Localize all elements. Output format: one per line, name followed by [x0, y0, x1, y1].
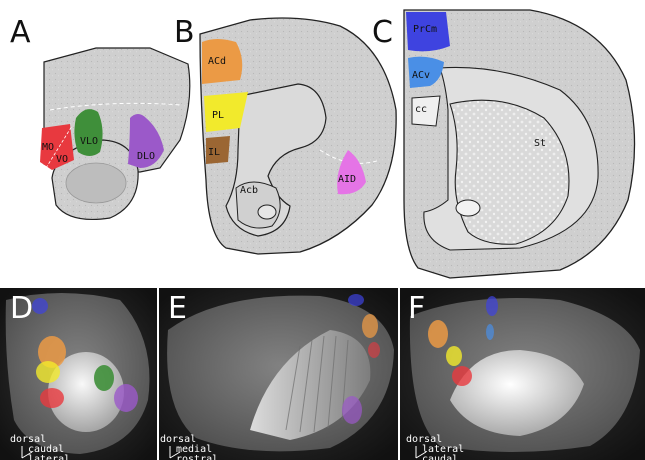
region-label-vlo: VLO — [80, 136, 98, 147]
panel-d-prcm-volume — [32, 298, 48, 314]
panel-d: D dorsal caudal lateral — [0, 288, 157, 460]
panel-f-acd-volume — [428, 320, 448, 348]
region-label-aid: AID — [338, 174, 356, 185]
panel-f-letter: F — [408, 291, 425, 326]
panel-b-letter: B — [174, 15, 195, 50]
region-vlo — [74, 109, 102, 156]
panel-d-letter: D — [10, 291, 33, 326]
panel-f-mo-volume — [452, 366, 472, 386]
panel-f: F dorsal lateral caudal — [400, 288, 645, 460]
panel-d-axis-lateral: lateral — [28, 454, 70, 460]
panel-b: B ACd PL IL Acb AID — [174, 15, 396, 254]
panel-c: C cc St PrCm ACv — [372, 10, 635, 278]
panel-e-axis-rostral: rostral — [176, 454, 218, 460]
panel-e-acd-volume — [362, 314, 378, 338]
region-label-prcm: PrCm — [413, 24, 437, 35]
region-label-acv: ACv — [412, 70, 430, 81]
panel-a-bulb-core — [66, 163, 126, 203]
region-label-cc: cc — [415, 104, 427, 115]
panel-d-vlo-volume — [94, 365, 114, 391]
panel-e-prcm-volume — [348, 294, 364, 306]
region-label-dlo: DLO — [137, 151, 155, 162]
region-label-acd: ACd — [208, 56, 226, 67]
panel-f-axis-caudal: caudal — [422, 454, 458, 460]
panel-a-letter: A — [10, 15, 31, 50]
panel-e-letter: E — [168, 291, 187, 326]
panel-e-mo-volume — [368, 342, 380, 358]
panel-d-mo-volume — [40, 388, 64, 408]
panel-c-letter: C — [372, 15, 393, 50]
panel-e-dlo-volume — [342, 396, 362, 424]
panel-d-dlo-volume — [114, 384, 138, 412]
region-label-pl: PL — [212, 110, 224, 121]
panel-b-commissure — [258, 205, 276, 219]
panel-f-prcm-volume — [486, 296, 498, 316]
region-label-mo: MO — [42, 142, 54, 153]
panel-e: E dorsal medial rostral — [159, 288, 398, 460]
panel-f-pl-volume — [446, 346, 462, 366]
region-label-acb: Acb — [240, 185, 258, 196]
region-label-st: St — [534, 138, 546, 149]
panel-d-pl-volume — [36, 361, 60, 383]
panel-a: A MO VO VLO DLO — [10, 15, 190, 219]
region-label-il: IL — [208, 147, 220, 158]
region-label-vo: VO — [56, 154, 68, 165]
panel-c-commissure — [456, 200, 480, 216]
panel-f-acv-volume — [486, 324, 494, 340]
